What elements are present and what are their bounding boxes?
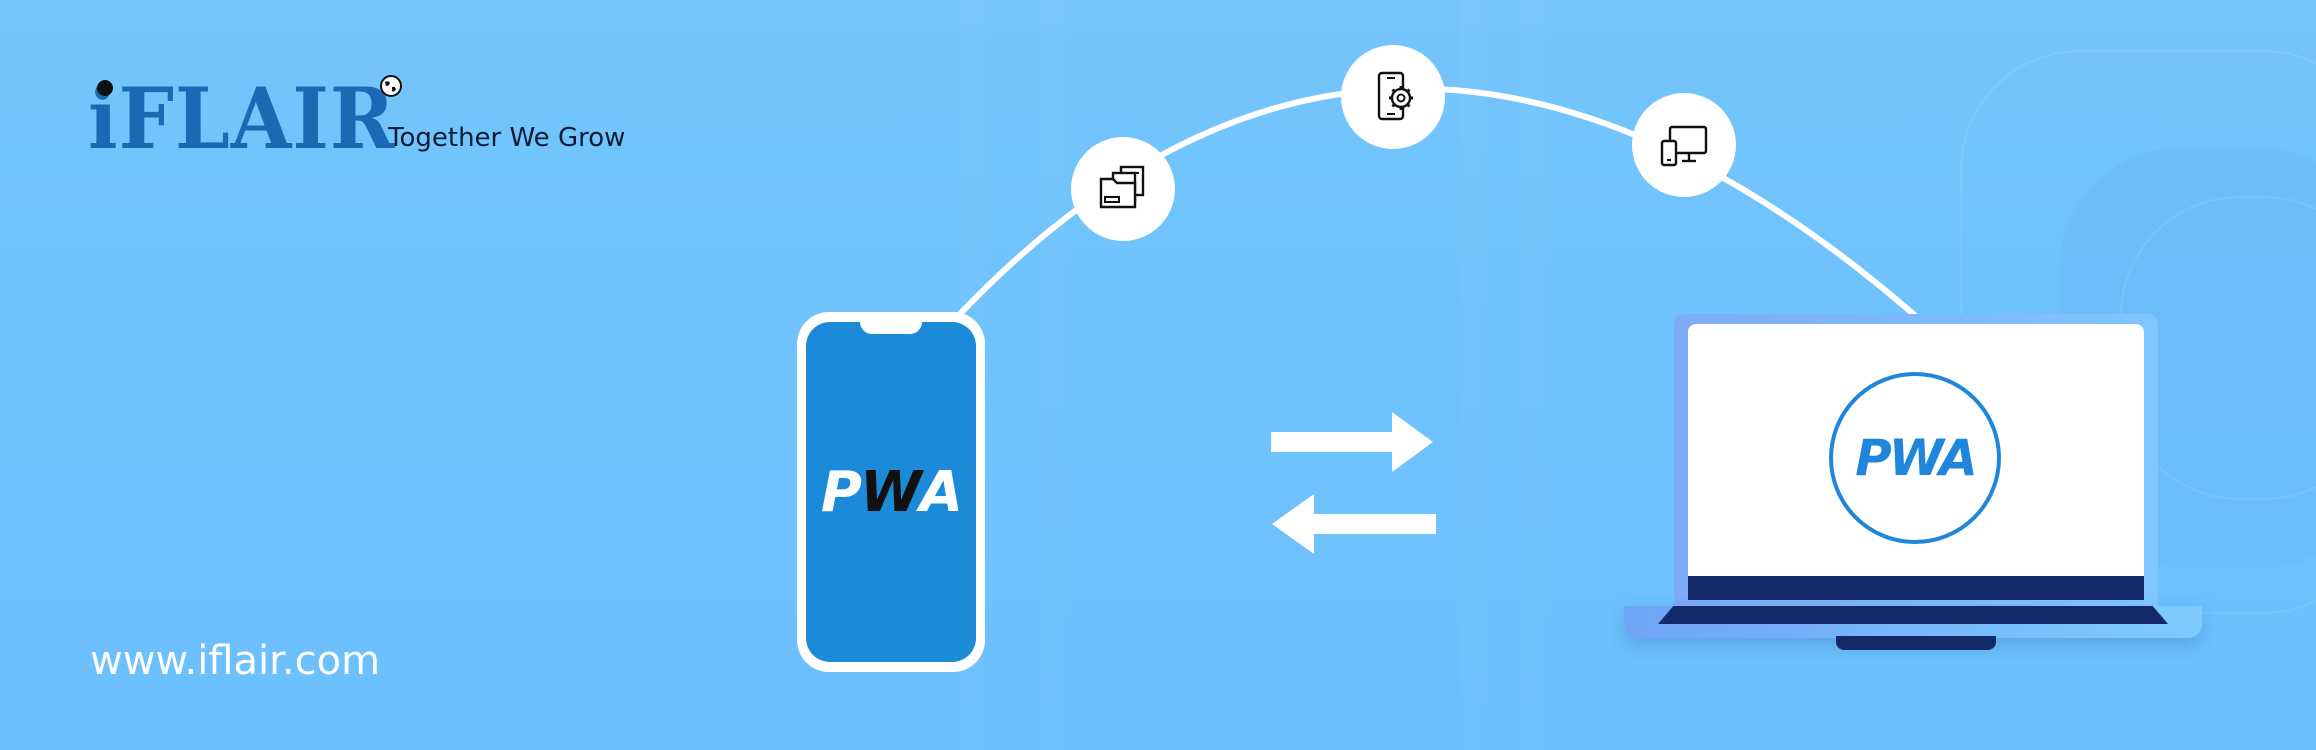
laptop-pwa-logo: PWA xyxy=(1855,429,1978,487)
mobile-settings-icon-badge xyxy=(1341,45,1445,149)
mobile-settings-icon xyxy=(1377,71,1413,121)
folder-files-icon-badge xyxy=(1071,137,1175,241)
website-link[interactable]: www.iflair.com xyxy=(90,638,381,684)
logo-wordmark: iFLAIR xyxy=(88,70,396,169)
phone-pwa-logo: P W A xyxy=(797,459,985,525)
globe-icon xyxy=(380,75,402,97)
pwa-letter-a: A xyxy=(919,459,963,525)
laptop-screen: PWA xyxy=(1688,324,2144,600)
sync-arrows xyxy=(1271,412,1436,554)
laptop-taskbar xyxy=(1688,576,2144,600)
laptop: PWA xyxy=(1674,314,2158,610)
laptop-pwa-badge: PWA xyxy=(1829,372,2001,544)
pwa-letter-p: P xyxy=(820,459,862,525)
folder-files-icon xyxy=(1099,165,1145,209)
smartphone: P W A xyxy=(797,312,985,672)
devices-icon xyxy=(1660,125,1708,167)
phone-notch xyxy=(860,320,922,334)
pwa-letter-w: W xyxy=(859,459,922,525)
arrow-left-icon xyxy=(1272,494,1436,554)
logo-dot xyxy=(97,80,113,96)
laptop-notch xyxy=(1836,636,1996,650)
brand-tagline: Together We Grow xyxy=(388,123,626,153)
laptop-keyboard-deck xyxy=(1658,606,2168,624)
devices-icon-badge xyxy=(1632,93,1736,197)
phone-screen xyxy=(806,322,976,662)
arrow-right-icon xyxy=(1271,412,1433,472)
